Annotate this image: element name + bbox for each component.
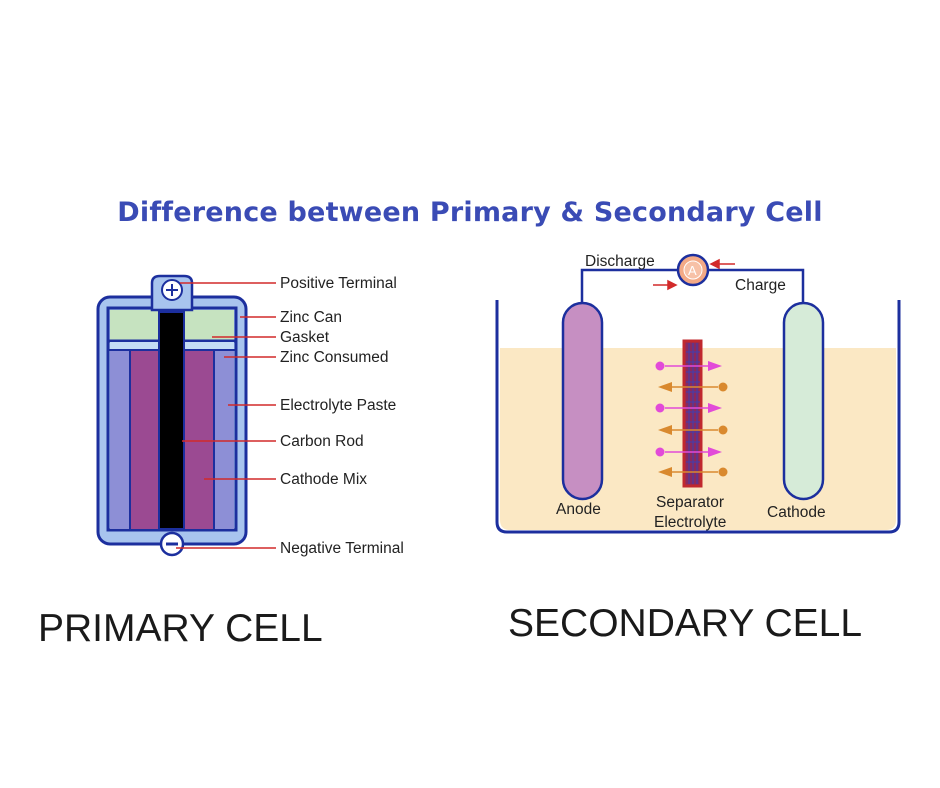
carbon-rod	[158, 311, 185, 530]
secondary-cell: A	[495, 253, 901, 645]
label-separator: Separator	[656, 494, 724, 511]
label-cathode: Cathode	[767, 504, 826, 521]
label-anode: Anode	[556, 501, 601, 518]
label-discharge: Discharge	[585, 253, 655, 270]
label-gasket: Gasket	[280, 329, 330, 346]
zinc-strip-right	[214, 351, 234, 529]
caption-secondary-cell: SECONDARY CELL	[508, 602, 862, 645]
external-wire	[580, 268, 805, 305]
orange-ions	[658, 382, 728, 477]
zinc-strip-left	[110, 351, 130, 529]
label-charge: Charge	[735, 277, 786, 294]
current-arrows	[653, 258, 735, 291]
primary-leader-lines	[176, 282, 276, 549]
label-zinc-can: Zinc Can	[280, 309, 342, 326]
page-title: Difference between Primary & Secondary C…	[117, 197, 823, 228]
label-carbon-rod: Carbon Rod	[280, 433, 364, 450]
ammeter-label: A	[688, 263, 697, 278]
label-positive-terminal: Positive Terminal	[280, 275, 397, 292]
caption-primary-cell: PRIMARY CELL	[38, 607, 323, 650]
label-cathode-mix: Cathode Mix	[280, 471, 367, 488]
beaker-outline	[495, 300, 901, 534]
label-zinc-consumed: Zinc Consumed	[280, 349, 389, 366]
label-electrolyte-paste: Electrolyte Paste	[280, 397, 396, 414]
label-negative-terminal: Negative Terminal	[280, 540, 404, 557]
anode-electrode	[561, 301, 604, 501]
cathode-electrode	[782, 301, 825, 501]
label-electrolyte: Electrolyte	[654, 514, 726, 531]
primary-cell: Positive Terminal Zinc Can Gasket Zinc C…	[38, 274, 404, 650]
pink-ions	[655, 361, 722, 457]
